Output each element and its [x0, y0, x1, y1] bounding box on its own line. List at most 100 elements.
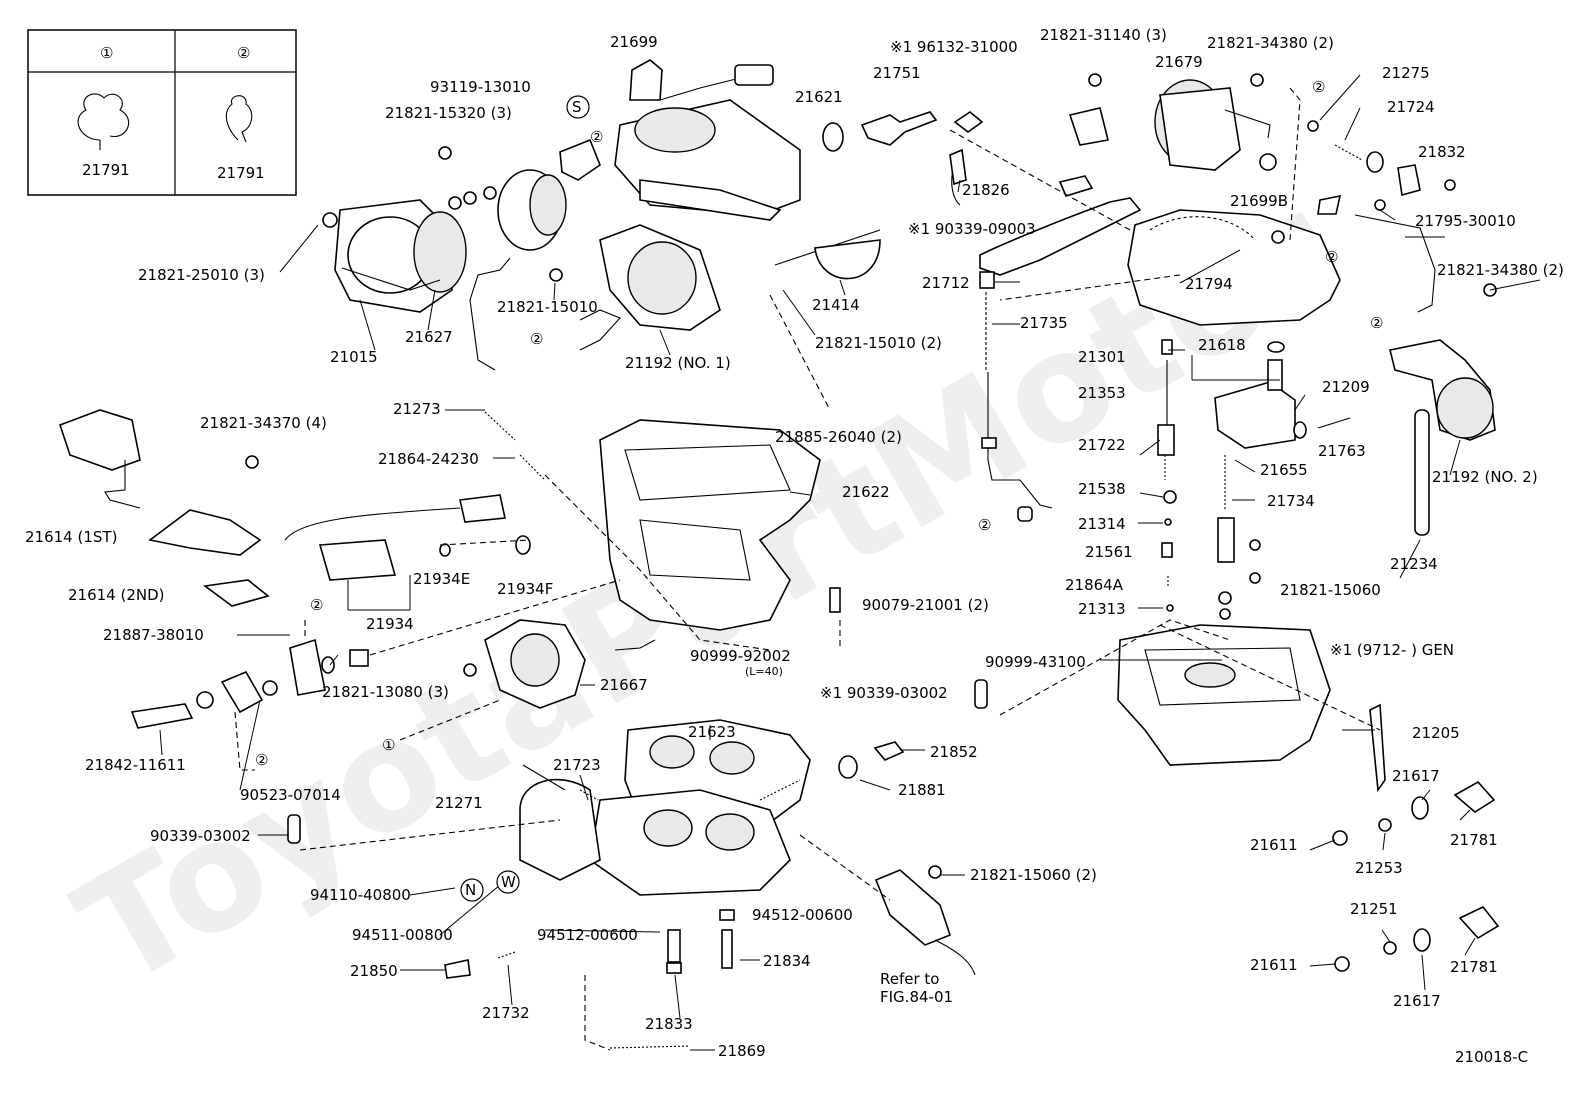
- marker-2b: ②: [530, 330, 543, 348]
- label-96132-31000: ※1 96132-31000: [890, 38, 1018, 56]
- label-21934: 21934: [366, 615, 414, 633]
- label-21821-34380b: 21821-34380 (2): [1437, 261, 1564, 279]
- label-93119-13010: 93119-13010: [430, 78, 531, 96]
- rod-column-left: [979, 271, 1053, 522]
- clip-type2-icon: [225, 95, 253, 143]
- label-21885-26040: 21885-26040 (2): [775, 428, 902, 446]
- label-21622: 21622: [842, 483, 890, 501]
- label-gen-note: ※1 (9712- ) GEN: [1330, 641, 1454, 659]
- marker-w: W: [501, 873, 516, 891]
- label-21353: 21353: [1078, 384, 1126, 402]
- label-21864a: 21864A: [1065, 576, 1124, 594]
- label-refer-line1: Refer to: [880, 970, 939, 988]
- label-21627: 21627: [405, 328, 453, 346]
- label-21699: 21699: [610, 33, 658, 51]
- label-21734: 21734: [1267, 492, 1315, 510]
- label-21271: 21271: [435, 794, 483, 812]
- small-parts-bottom: [287, 679, 988, 1049]
- label-21015: 21015: [330, 348, 378, 366]
- label-21887-38010: 21887-38010: [103, 626, 204, 644]
- label-21821-15010-2: 21821-15010 (2): [815, 334, 942, 352]
- label-21301: 21301: [1078, 348, 1126, 366]
- label-21821-15010: 21821-15010: [497, 298, 598, 316]
- marker-2a: ②: [590, 128, 603, 146]
- label-21850: 21850: [350, 962, 398, 980]
- label-21234: 21234: [1390, 555, 1438, 573]
- label-21538: 21538: [1078, 480, 1126, 498]
- label-21621: 21621: [795, 88, 843, 106]
- label-21735: 21735: [1020, 314, 1068, 332]
- dashed-connectors: [234, 87, 1381, 1051]
- label-90999-92002: 90999-92002: [690, 647, 791, 665]
- valve-21751: [860, 111, 938, 146]
- label-21192-no2: 21192 (NO. 2): [1432, 468, 1538, 486]
- label-21192-no1: 21192 (NO. 1): [625, 354, 731, 372]
- bracket-21887: [130, 638, 369, 729]
- callout-labels: 21699 93119-13010 21821-15320 (3) 21821-…: [25, 26, 1564, 1066]
- gasket-21621: [822, 122, 844, 152]
- label-21617b: 21617: [1393, 992, 1441, 1010]
- label-21313: 21313: [1078, 600, 1126, 618]
- label-21842-11611: 21842-11611: [85, 756, 186, 774]
- label-21833: 21833: [645, 1015, 693, 1033]
- label-21781b: 21781: [1450, 958, 1498, 976]
- label-21821-25010: 21821-25010 (3): [138, 266, 265, 284]
- label-21821-15060: 21821-15060: [1280, 581, 1381, 599]
- label-21679: 21679: [1155, 53, 1203, 71]
- label-94512-00600-b: 94512-00600: [537, 926, 638, 944]
- legend-col2-header: ②: [237, 44, 250, 62]
- leader-lines: [159, 74, 1541, 1051]
- label-90339-03002-top: ※1 90339-03002: [820, 684, 948, 702]
- label-21617: 21617: [1392, 767, 1440, 785]
- marker-s: S: [572, 98, 582, 116]
- label-21864-24230: 21864-24230: [378, 450, 479, 468]
- label-21732: 21732: [482, 1004, 530, 1022]
- label-21794: 21794: [1185, 275, 1233, 293]
- label-21667: 21667: [600, 676, 648, 694]
- marker-2h: ②: [255, 751, 268, 769]
- label-21781: 21781: [1450, 831, 1498, 849]
- label-21821-34370: 21821-34370 (4): [200, 414, 327, 432]
- air-horn-group: [614, 59, 801, 221]
- solenoid-21209: [1214, 341, 1351, 449]
- label-94511-00800: 94511-00800: [352, 926, 453, 944]
- label-refer-line2: FIG.84-01: [880, 988, 953, 1006]
- label-21699b: 21699B: [1230, 192, 1288, 210]
- label-21655: 21655: [1260, 461, 1308, 479]
- diaphragm-no2-group: [1389, 283, 1497, 536]
- throttle-body-21623: [519, 719, 811, 896]
- label-90339-09003: ※1 90339-09003: [908, 220, 1036, 238]
- clip-type1-icon: [77, 93, 130, 150]
- rod-21414: [774, 229, 881, 280]
- label-21722: 21722: [1078, 436, 1126, 454]
- marker-2c: ②: [1312, 78, 1325, 96]
- label-21611: 21611: [1250, 836, 1298, 854]
- jets-right: [1332, 780, 1500, 972]
- marker-1: ①: [382, 736, 395, 754]
- marker-2d: ②: [1325, 248, 1338, 266]
- label-21209: 21209: [1322, 378, 1370, 396]
- label-21561: 21561: [1085, 543, 1133, 561]
- marker-2e: ②: [1370, 314, 1383, 332]
- label-21724: 21724: [1387, 98, 1435, 116]
- label-21821-34380: 21821-34380 (2): [1207, 34, 1334, 52]
- rod-column-center: [1157, 339, 1177, 612]
- label-21934f: 21934F: [497, 580, 553, 598]
- reference-markers: S N W ① ② ② ② ② ② ② ② ②: [255, 78, 1383, 902]
- label-21881: 21881: [898, 781, 946, 799]
- marker-n: N: [465, 881, 476, 899]
- label-21834: 21834: [763, 952, 811, 970]
- label-21618: 21618: [1198, 336, 1246, 354]
- label-21934e: 21934E: [413, 570, 470, 588]
- label-21832: 21832: [1418, 143, 1466, 161]
- needle-column-right: [1217, 455, 1261, 664]
- label-90079-21001: 90079-21001 (2): [862, 596, 989, 614]
- marker-2f: ②: [978, 516, 991, 534]
- label-21253: 21253: [1355, 859, 1403, 877]
- screw-spring-21273: [484, 411, 546, 481]
- label-21273: 21273: [393, 400, 441, 418]
- lever-arm-group: [949, 111, 1142, 276]
- lever-21614-group: [58, 409, 270, 607]
- label-21275: 21275: [1382, 64, 1430, 82]
